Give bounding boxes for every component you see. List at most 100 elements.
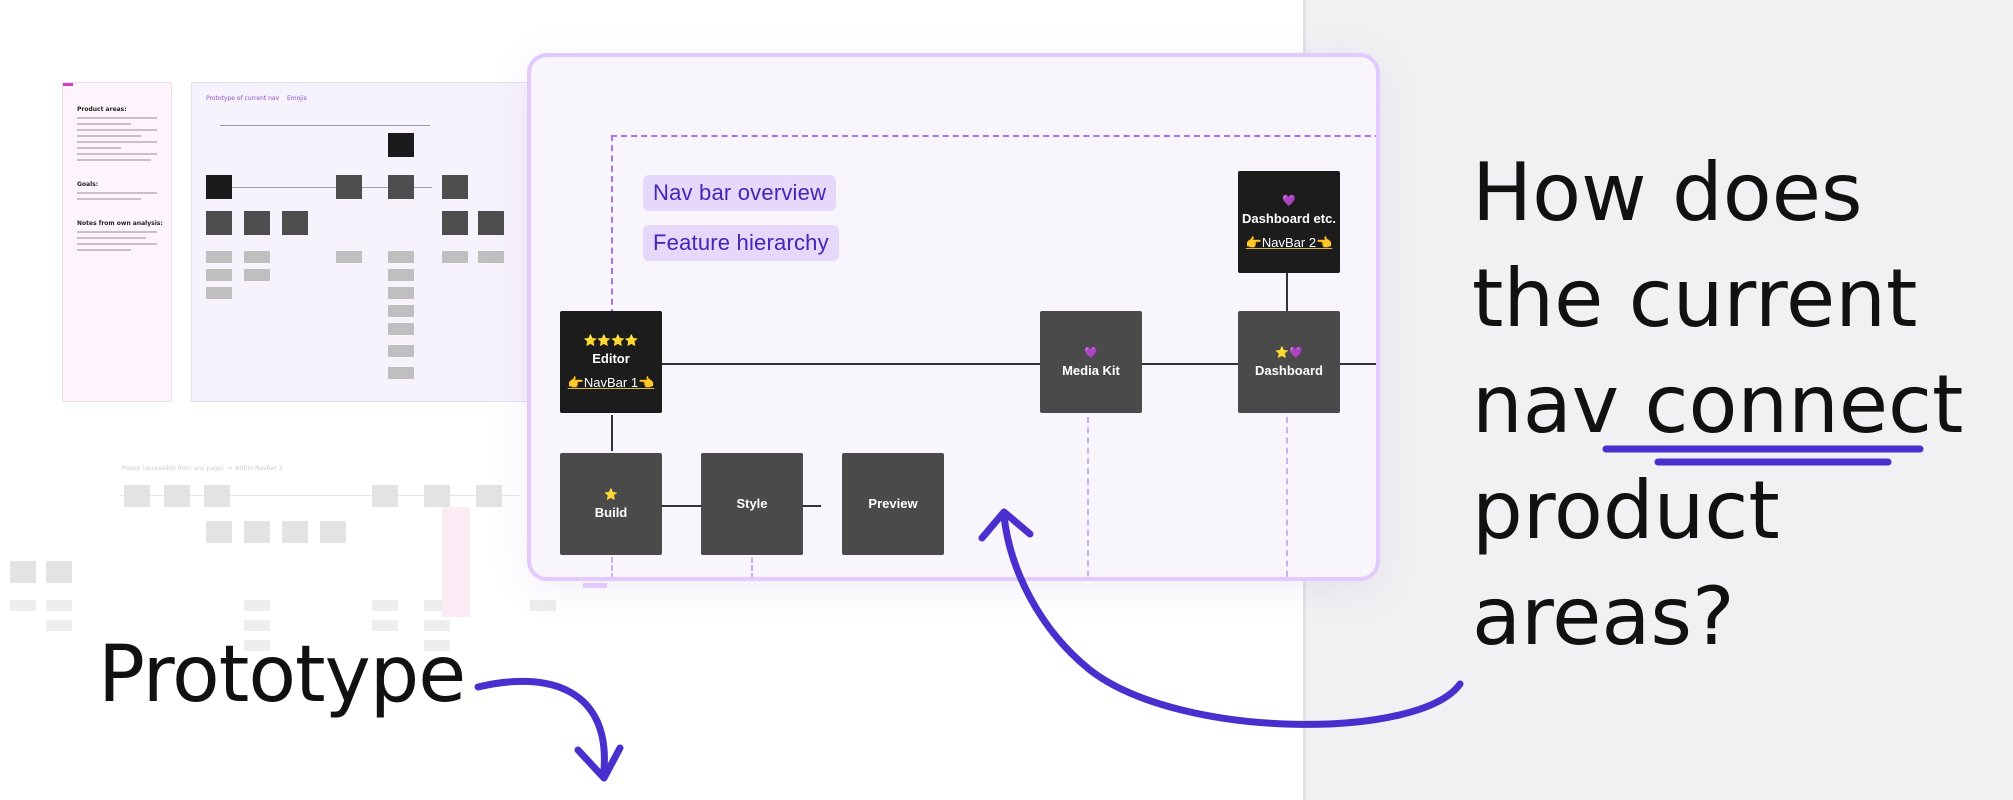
faded-node — [244, 521, 270, 543]
prototype-annotation: Prototype — [98, 630, 466, 720]
doc-line — [77, 249, 131, 251]
mini-subnode — [388, 287, 414, 299]
mini-node-style[interactable] — [244, 211, 270, 235]
doc-line — [77, 141, 157, 143]
node-editor[interactable]: ⭐⭐⭐⭐ Editor 👉NavBar 1👈 — [560, 311, 662, 413]
faded-node — [204, 485, 230, 507]
node-dashboard-etc-label: Dashboard etc. — [1242, 210, 1336, 226]
node-media-kit[interactable]: 💜 Media Kit — [1040, 311, 1142, 413]
faded-subnode — [424, 640, 450, 651]
mini-node[interactable] — [442, 175, 468, 199]
edge-editor-build — [611, 415, 613, 451]
mini-prototype-frame[interactable]: Prototype of current nav Emojis — [191, 82, 531, 402]
doc-line — [77, 243, 157, 245]
chip-nav-bar-overview[interactable]: Nav bar overview — [643, 175, 837, 211]
mini-node-dashboard-etc[interactable] — [388, 133, 414, 157]
faded-caption: Popup (accessible from any page) -> with… — [122, 465, 283, 472]
mini-node[interactable] — [442, 211, 468, 235]
mini-node-preview[interactable] — [282, 211, 308, 235]
mini-node-editor[interactable] — [206, 175, 232, 199]
doc-line — [77, 231, 157, 233]
faded-node — [282, 521, 308, 543]
faded-node — [206, 521, 232, 543]
faded-subnode — [530, 600, 556, 611]
dashed-connector-top — [611, 135, 1376, 137]
mini-node-build[interactable] — [206, 211, 232, 235]
mini-node-dashboard[interactable] — [388, 175, 414, 199]
doc-line — [77, 129, 157, 131]
faded-subnode — [46, 620, 72, 631]
frame-tag — [63, 83, 73, 86]
purple-heart-icon: 💜 — [1084, 346, 1098, 359]
chip-feature-hierarchy[interactable]: Feature hierarchy — [643, 225, 839, 261]
node-dashboard-etc[interactable]: 💜 Dashboard etc. 👉NavBar 2👈 — [1238, 171, 1340, 273]
mini-doc-frame[interactable]: Product areas: Goals: Notes from own ana… — [62, 82, 172, 402]
doc-heading-notes: Notes from own analysis: — [77, 220, 163, 227]
faded-node — [164, 485, 190, 507]
mini-emojis-title: Emojis — [287, 95, 307, 102]
node-dashboard-label: Dashboard — [1255, 362, 1323, 378]
dashed-down — [751, 557, 753, 577]
faded-subnode — [46, 600, 72, 611]
mini-subnode — [244, 251, 270, 263]
faded-node — [124, 485, 150, 507]
question-annotation: How does the current nav connect product… — [1472, 140, 1992, 670]
mini-subnode — [244, 269, 270, 281]
mini-node-media-kit[interactable] — [336, 175, 362, 199]
navbar-1-link[interactable]: 👉NavBar 1👈 — [567, 374, 655, 390]
mini-subnode — [478, 251, 504, 263]
mini-subnode — [388, 305, 414, 317]
node-style-label: Style — [736, 496, 768, 511]
node-preview-label: Preview — [868, 496, 918, 511]
faded-subnode — [244, 620, 270, 631]
node-dashboard[interactable]: ⭐💜 Dashboard — [1238, 311, 1340, 413]
faded-edge — [120, 495, 520, 496]
question-line: How does — [1472, 146, 1863, 239]
navbar-2-link[interactable]: 👉NavBar 2👈 — [1245, 234, 1333, 250]
mini-subnode — [206, 269, 232, 281]
question-line: the current — [1472, 252, 1918, 345]
node-editor-label: Editor — [592, 350, 630, 366]
doc-line — [77, 123, 131, 125]
faded-node — [10, 561, 36, 583]
faded-subnode — [372, 620, 398, 631]
doc-line — [77, 117, 157, 119]
faded-subnode — [244, 640, 270, 651]
purple-heart-icon: 💜 — [1282, 194, 1296, 207]
doc-heading-goals: Goals: — [77, 181, 99, 188]
dashed-down-media-kit — [1087, 417, 1089, 577]
mini-subnode — [388, 251, 414, 263]
mini-edge — [220, 125, 430, 126]
faded-subnode — [10, 600, 36, 611]
rating-stars: ⭐⭐⭐⭐ — [583, 334, 639, 347]
dashed-down — [611, 557, 613, 577]
mini-proto-title: Prototype of current nav — [206, 95, 280, 102]
doc-line — [77, 192, 157, 194]
mini-subnode — [206, 251, 232, 263]
faded-node — [320, 521, 346, 543]
node-preview[interactable]: Preview — [842, 453, 944, 555]
faded-node — [46, 561, 72, 583]
faded-node — [372, 485, 398, 507]
doc-heading-product-areas: Product areas: — [77, 106, 127, 113]
mini-subnode — [388, 323, 414, 335]
faded-subnode — [372, 600, 398, 611]
nav-prototype-frame[interactable]: Nav bar overview Feature hierarchy ⭐⭐⭐⭐ … — [527, 53, 1380, 581]
doc-line — [77, 237, 146, 239]
doc-line — [77, 159, 151, 161]
mini-edge — [232, 187, 432, 188]
frame-tab — [583, 583, 607, 588]
faded-sticky-note — [442, 507, 470, 617]
mini-subnode — [442, 251, 468, 263]
question-line: product — [1472, 464, 1780, 557]
mini-subnode — [336, 251, 362, 263]
faded-subnode — [424, 600, 450, 611]
faded-board-section: Popup (accessible from any page) -> with… — [0, 435, 630, 755]
node-build[interactable]: ⭐ Build — [560, 453, 662, 555]
faded-subnode — [424, 620, 450, 631]
star-heart-icon: ⭐💜 — [1275, 346, 1303, 359]
mini-node[interactable] — [478, 211, 504, 235]
dashed-connector-left — [611, 135, 613, 315]
question-line: areas? — [1472, 570, 1735, 663]
node-style[interactable]: Style — [701, 453, 803, 555]
